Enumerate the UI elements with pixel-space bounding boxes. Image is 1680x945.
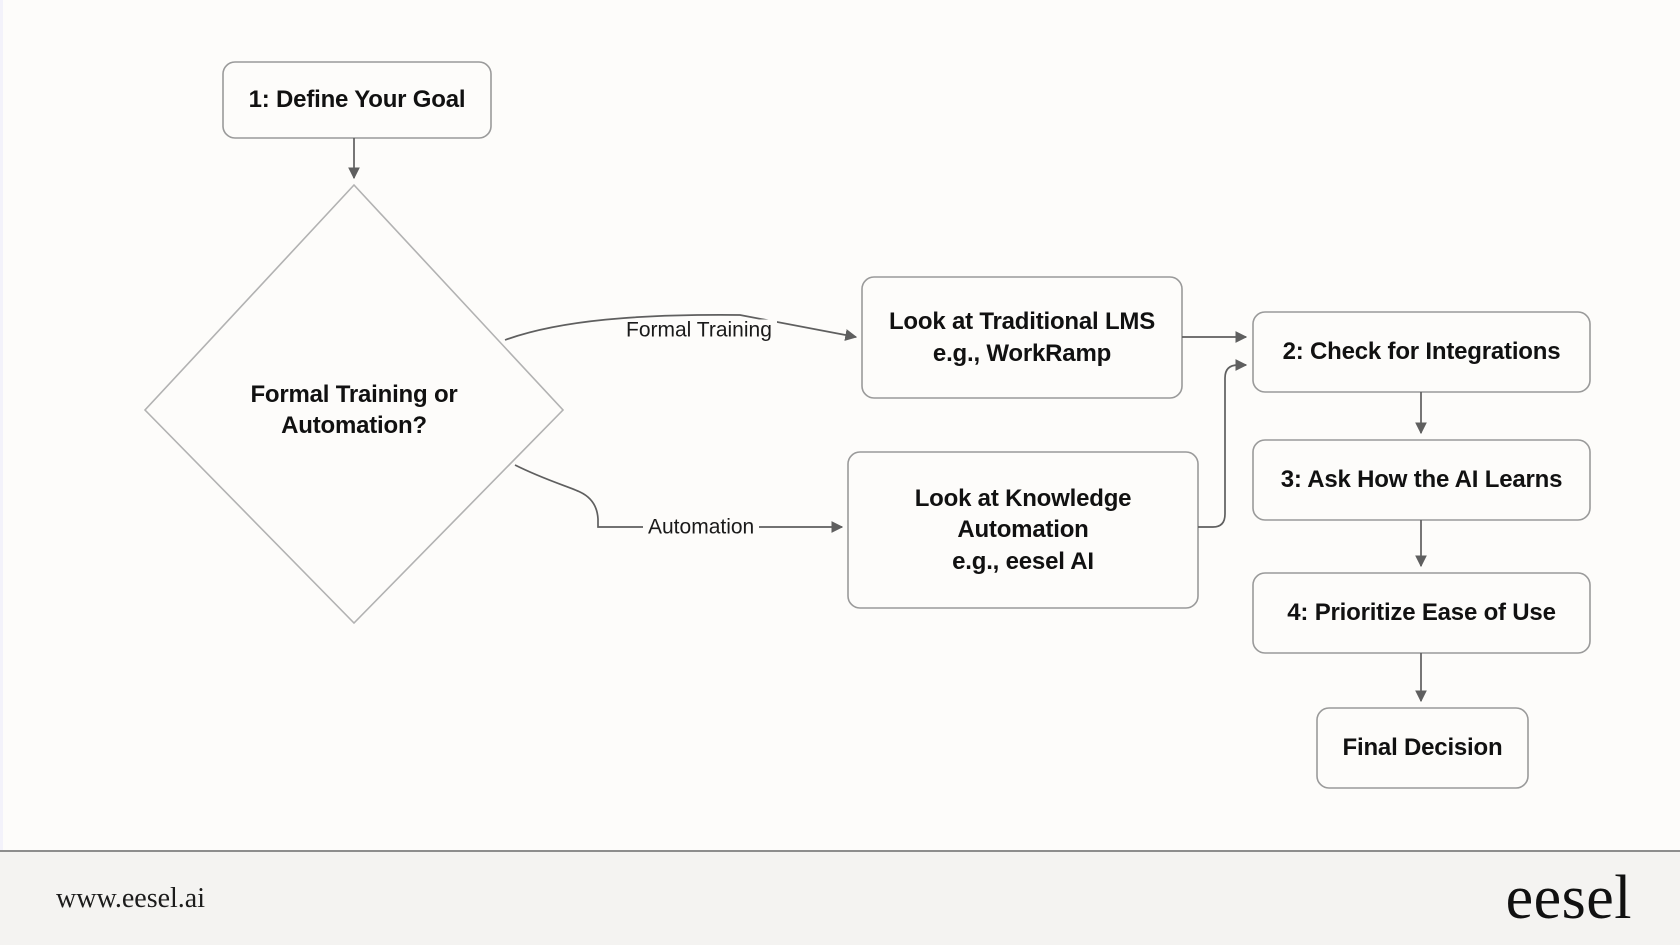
node-shape-decision-diamond[interactable] xyxy=(143,183,565,625)
node-shape-knowledge-automation[interactable] xyxy=(847,451,1199,609)
node-shape-check-for-integrations[interactable] xyxy=(1252,311,1591,393)
footer-website-url[interactable]: www.eesel.ai xyxy=(56,882,206,914)
edge-decision-to-lms xyxy=(504,314,858,341)
flowchart-svg xyxy=(143,61,1591,789)
edge-label-automation: Automation xyxy=(643,516,760,538)
footer-brand-logo: eesel xyxy=(1505,863,1632,932)
edge-knowledge-to-integrations xyxy=(1198,359,1248,528)
edge-label-formal-training: Formal Training xyxy=(621,319,777,341)
node-shape-prioritize-ease-of-use[interactable] xyxy=(1252,572,1591,654)
left-edge-strip xyxy=(0,0,3,850)
node-shape-traditional-lms[interactable] xyxy=(861,276,1183,399)
flowchart-canvas: 1: Define Your Goal Formal Training or A… xyxy=(0,0,1591,850)
node-shape-final-decision[interactable] xyxy=(1316,707,1529,789)
edge-decision-to-knowledge xyxy=(514,464,844,533)
node-shape-ask-how-ai-learns[interactable] xyxy=(1252,439,1591,521)
node-shape-define-your-goal[interactable] xyxy=(222,61,492,139)
page-footer: www.eesel.ai eesel xyxy=(0,850,1680,945)
